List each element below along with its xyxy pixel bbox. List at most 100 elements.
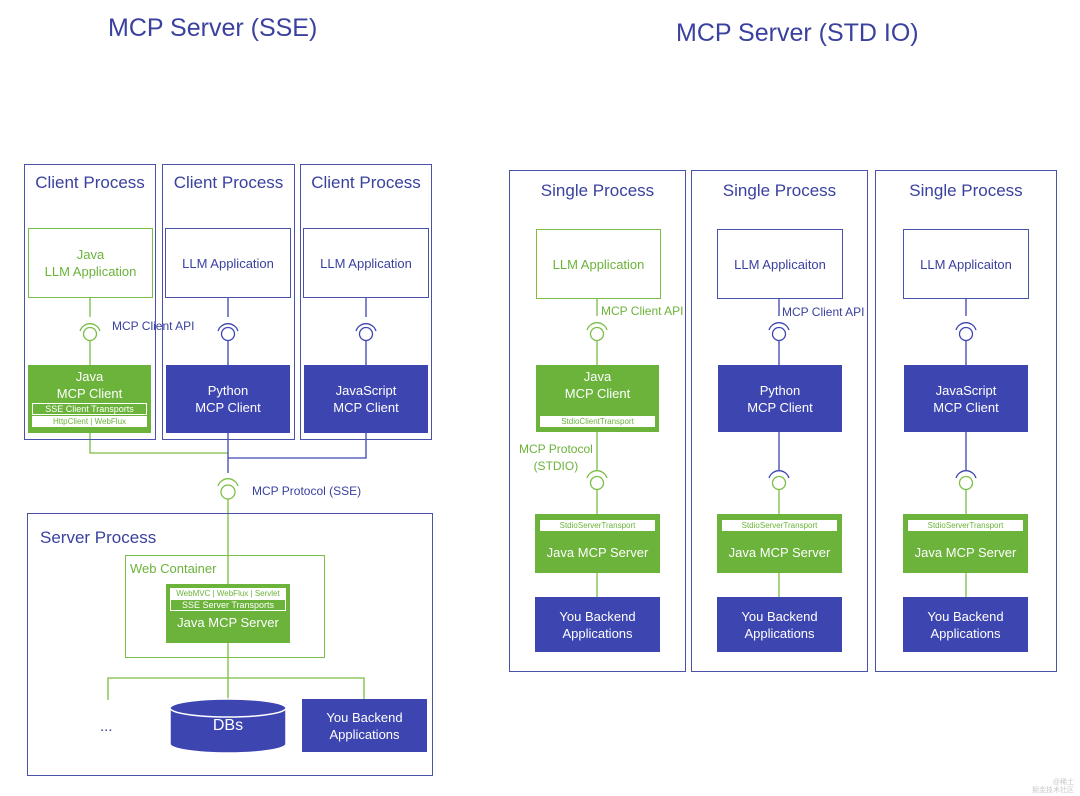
mcp-client-api-label: MCP Client API (601, 304, 684, 318)
mcp-protocol-sse-label: MCP Protocol (SSE) (252, 484, 362, 498)
javascript-mcp-client-box: JavaScript MCP Client (304, 365, 428, 433)
stdio-server-transport-strip: StdioServerTransport (908, 520, 1023, 531)
server-fanout-bus (107, 677, 365, 700)
interface-lollipop-icon (958, 326, 974, 342)
sse-section-title: MCP Server (SSE) (108, 14, 318, 42)
client-process-panel-java (24, 164, 156, 440)
single-process-title: Single Process (540, 181, 655, 200)
client-process-title: Client Process (311, 173, 421, 192)
llm-application-box: LLM Application (165, 228, 291, 298)
interface-lollipop-icon (358, 326, 374, 342)
client-line: JavaScript (935, 382, 997, 398)
python-mcp-client-box: Python MCP Client (166, 365, 290, 433)
backend-applications-box: You Backend Applications (302, 699, 427, 752)
java-mcp-client-box: Java MCP Client StdioClientTransport (536, 365, 659, 432)
app-line: Java (76, 247, 105, 262)
mcp-client-api-label: MCP Client API (112, 319, 195, 333)
watermark-line: @稀土 (1052, 779, 1074, 786)
stdio-section-title: MCP Server (STD IO) (676, 19, 919, 47)
protocol-line: MCP Protocol (519, 442, 593, 456)
client-line: Java (75, 369, 104, 384)
client-line: JavaScript (335, 383, 397, 398)
java-mcp-client-box: Java MCP Client SSE Client Transports Ht… (28, 365, 151, 433)
mcp-client-api-label: MCP Client API (782, 305, 865, 319)
protocol-line: (STDIO) (533, 459, 579, 473)
stdio-client-transport-strip: StdioClientTransport (540, 416, 655, 427)
client-process-panel-javascript (300, 164, 432, 440)
java-llm-application-box: Java LLM Application (28, 228, 153, 298)
client-line: MCP Client (564, 386, 631, 401)
dbs-label: DBs (212, 717, 244, 734)
interface-socket-icon (355, 323, 377, 332)
app-line: LLM Application (182, 255, 274, 271)
web-container-frame (125, 555, 325, 658)
java-mcp-server-box: WebMVC | WebFlux | Servlet SSE Server Tr… (166, 584, 290, 643)
watermark-line: 掘金技术社区 (1032, 787, 1074, 794)
backend-line: Applications (562, 625, 633, 641)
more-items-ellipsis: ... (100, 718, 113, 735)
interface-socket-icon (955, 322, 977, 331)
interface-socket-icon (955, 470, 977, 479)
client-line: MCP Client (56, 386, 123, 401)
client-line: Python (759, 382, 801, 398)
interface-socket-icon (217, 323, 239, 332)
javascript-mcp-client-box: JavaScript MCP Client (904, 365, 1028, 432)
backend-line: Applications (329, 726, 400, 742)
client-process-panel-python (162, 164, 295, 440)
client-line: MCP Client (747, 399, 813, 415)
interface-lollipop-icon (82, 326, 98, 342)
watermark: @稀土 掘金技术社区 (1030, 779, 1074, 795)
app-line: LLM Application (552, 256, 645, 272)
client-transport-detail-strip: HttpClient | WebFlux (32, 416, 147, 427)
web-container-label: Web Container (130, 561, 217, 576)
app-line: LLM Applicaiton (734, 256, 826, 272)
server-name: Java MCP Server (728, 545, 831, 560)
sse-js-bus (228, 433, 367, 459)
app-line: LLM Application (44, 264, 137, 279)
client-line: Java (583, 369, 612, 384)
interface-socket-icon (586, 322, 608, 331)
server-transport-detail-strip: WebMVC | WebFlux | Servlet (170, 588, 286, 599)
backend-applications-box: You Backend Applications (903, 597, 1028, 652)
interface-lollipop-icon (771, 326, 787, 342)
database-cylinder-icon (169, 698, 287, 754)
client-line: MCP Client (333, 400, 399, 415)
interface-socket-icon (768, 470, 790, 479)
client-line: MCP Client (933, 399, 999, 415)
interface-lollipop-icon (220, 326, 236, 342)
interface-socket-icon (768, 322, 790, 331)
backend-applications-box: You Backend Applications (717, 597, 842, 652)
single-process-panel-java (509, 170, 686, 672)
llm-application-box: LLM Application (303, 228, 429, 298)
interface-lollipop-icon (958, 475, 974, 491)
backend-line: You Backend (326, 709, 403, 725)
backend-line: You Backend (559, 608, 636, 624)
java-mcp-server-box: StdioServerTransport Java MCP Server (903, 514, 1028, 573)
interface-lollipop-icon (589, 326, 605, 342)
app-line: LLM Applicaiton (920, 256, 1012, 272)
interface-socket-icon (79, 323, 101, 332)
backend-line: Applications (930, 625, 1001, 641)
interface-socket-icon (586, 470, 608, 479)
sse-server-transports-strip: SSE Server Transports (170, 599, 286, 611)
client-process-title: Client Process (173, 173, 284, 192)
client-process-title: Client Process (35, 173, 145, 192)
backend-line: You Backend (741, 608, 818, 624)
java-mcp-server-box: StdioServerTransport Java MCP Server (535, 514, 660, 573)
sse-protocol-socket-icon (217, 478, 239, 487)
stdio-server-transport-strip: StdioServerTransport (722, 520, 837, 531)
server-name: Java MCP Server (914, 545, 1017, 560)
single-process-panel-javascript (875, 170, 1057, 672)
backend-line: Applications (744, 625, 815, 641)
java-mcp-server-box: StdioServerTransport Java MCP Server (717, 514, 842, 573)
client-line: MCP Client (195, 400, 261, 415)
server-process-panel (27, 513, 433, 776)
interface-lollipop-icon (589, 475, 605, 491)
server-process-title: Server Process (40, 528, 157, 547)
stdio-server-transport-strip: StdioServerTransport (540, 520, 655, 531)
client-line: Python (207, 383, 249, 398)
backend-applications-box: You Backend Applications (535, 597, 660, 652)
python-mcp-client-box: Python MCP Client (718, 365, 842, 432)
